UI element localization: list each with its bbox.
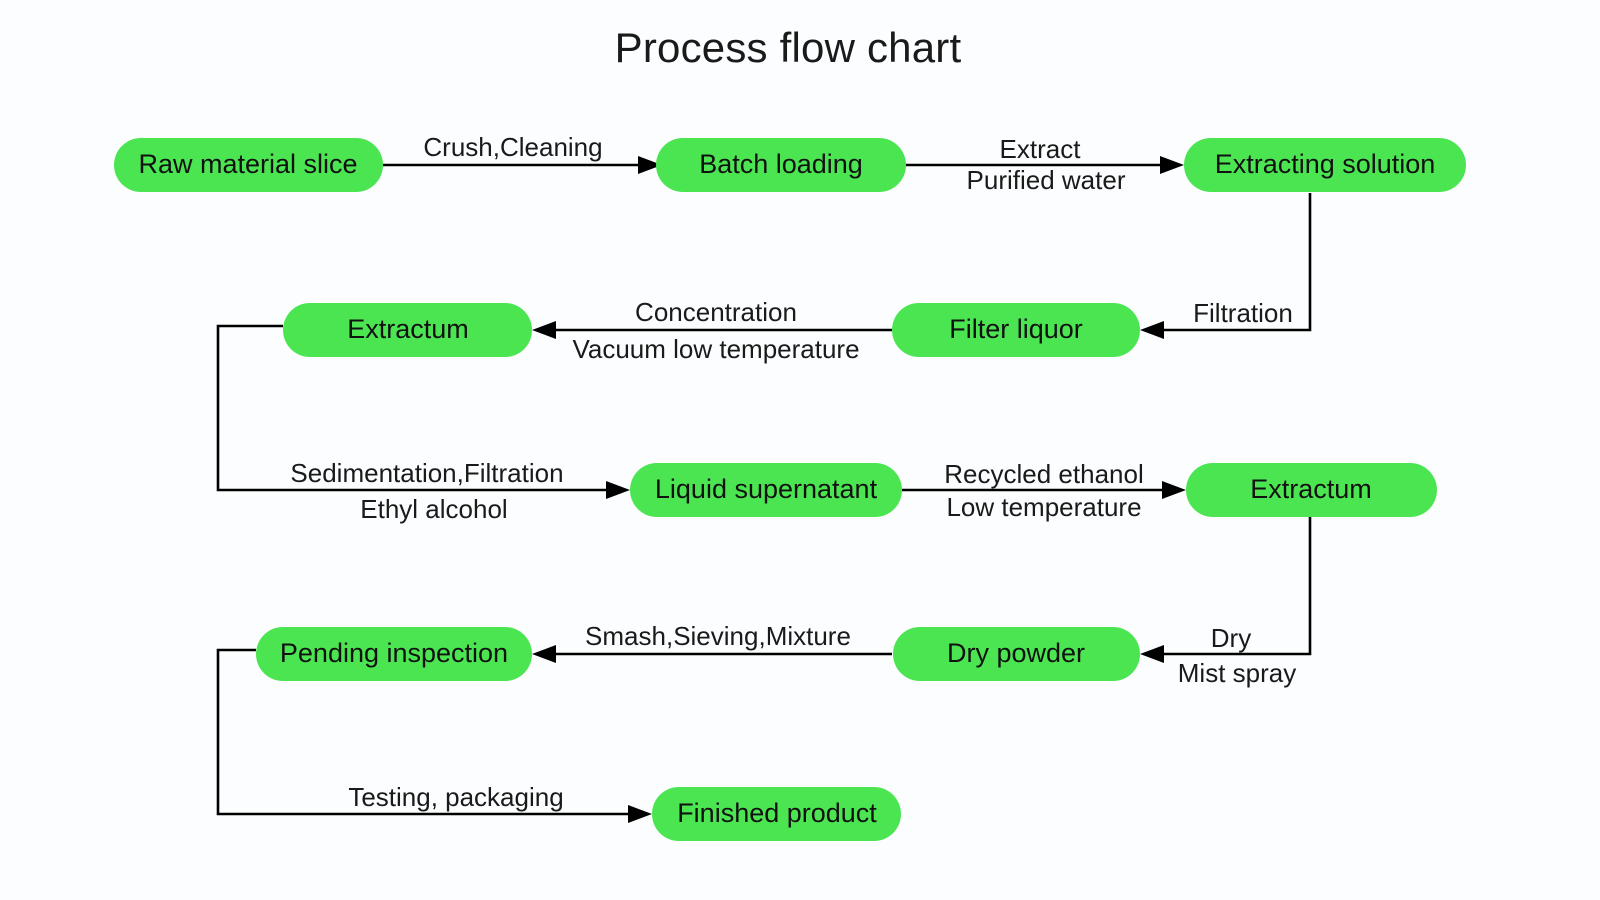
edge-extracting-solution-to-filter-liquor: Filtration bbox=[1140, 193, 1312, 339]
edge-label-ethyl-alcohol: Ethyl alcohol bbox=[360, 494, 507, 524]
node-shape[interactable] bbox=[652, 787, 901, 841]
arrow-head-icon bbox=[1162, 481, 1186, 499]
node-label: Liquid supernatant bbox=[655, 474, 878, 504]
node-liquid-supernatant[interactable]: Liquid supernatant bbox=[630, 463, 902, 517]
node-label: Batch loading bbox=[699, 149, 863, 179]
node-label: Dry powder bbox=[947, 638, 1085, 668]
arrow-head-icon bbox=[638, 156, 662, 174]
node-label: Pending inspection bbox=[280, 638, 508, 668]
node-shape[interactable] bbox=[1184, 138, 1466, 192]
edge-liquid-supernatant-to-extractum-2: Recycled ethanol Low temperature bbox=[902, 459, 1186, 522]
edge-label-extract: Extract bbox=[1000, 134, 1082, 164]
edge-line bbox=[1164, 517, 1312, 656]
node-batch-loading[interactable]: Batch loading bbox=[656, 138, 906, 192]
node-shape[interactable] bbox=[656, 138, 906, 192]
node-extracting-solution[interactable]: Extracting solution bbox=[1184, 138, 1466, 192]
node-extractum-2[interactable]: Extractum bbox=[1186, 463, 1437, 517]
node-pending-inspection[interactable]: Pending inspection bbox=[256, 627, 532, 681]
edge-line bbox=[216, 648, 628, 816]
arrow-head-icon bbox=[606, 481, 630, 499]
edge-label-mist-spray: Mist spray bbox=[1178, 658, 1296, 688]
edge-label-sedimentation-filtration: Sedimentation,Filtration bbox=[290, 458, 563, 488]
edge-label-recycled-ethanol: Recycled ethanol bbox=[944, 459, 1143, 489]
node-raw-material-slice[interactable]: Raw material slice bbox=[114, 138, 383, 192]
arrow-head-icon bbox=[1140, 645, 1164, 663]
edge-line bbox=[216, 324, 606, 492]
node-label: Filter liquor bbox=[949, 314, 1083, 344]
edge-label-smash-sieving-mixture: Smash,Sieving,Mixture bbox=[585, 621, 851, 651]
node-shape[interactable] bbox=[630, 463, 902, 517]
node-label: Raw material slice bbox=[138, 149, 357, 179]
node-label: Finished product bbox=[677, 798, 877, 828]
node-shape[interactable] bbox=[892, 303, 1140, 357]
node-label: Extractum bbox=[1250, 474, 1372, 504]
edge-label-dry: Dry bbox=[1211, 623, 1251, 653]
node-filter-liquor[interactable]: Filter liquor bbox=[892, 303, 1140, 357]
node-shape[interactable] bbox=[283, 303, 532, 357]
edge-extractum-1-to-liquid-supernatant: Sedimentation,Filtration Ethyl alcohol bbox=[216, 324, 630, 524]
page-title: Process flow chart bbox=[615, 24, 962, 71]
edge-batch-loading-to-extracting-solution: Extract Purified water bbox=[906, 134, 1184, 195]
edge-label-vacuum-low-temperature: Vacuum low temperature bbox=[572, 334, 859, 364]
edge-label-concentration: Concentration bbox=[635, 297, 797, 327]
node-shape[interactable] bbox=[114, 138, 383, 192]
edge-label-crush-cleaning: Crush,Cleaning bbox=[423, 132, 602, 162]
node-shape[interactable] bbox=[256, 627, 532, 681]
edge-label-filtration: Filtration bbox=[1193, 298, 1293, 328]
edge-label-low-temperature: Low temperature bbox=[946, 492, 1141, 522]
edge-dry-powder-to-pending-inspection: Smash,Sieving,Mixture bbox=[532, 621, 892, 663]
edge-extractum-2-to-dry-powder: Dry Mist spray bbox=[1140, 517, 1312, 688]
node-dry-powder[interactable]: Dry powder bbox=[893, 627, 1140, 681]
edge-line bbox=[1164, 193, 1312, 332]
edge-label-testing-packaging: Testing, packaging bbox=[348, 782, 563, 812]
arrow-head-icon bbox=[1160, 156, 1184, 174]
node-extractum-1[interactable]: Extractum bbox=[283, 303, 532, 357]
node-label: Extracting solution bbox=[1215, 149, 1436, 179]
arrow-head-icon bbox=[1140, 321, 1164, 339]
arrow-head-icon bbox=[628, 805, 652, 823]
node-finished-product[interactable]: Finished product bbox=[652, 787, 901, 841]
node-shape[interactable] bbox=[1186, 463, 1437, 517]
node-label: Extractum bbox=[347, 314, 469, 344]
edge-raw-material-to-batch-loading: Crush,Cleaning bbox=[383, 132, 662, 174]
edge-label-purified-water: Purified water bbox=[967, 165, 1126, 195]
arrow-head-icon bbox=[532, 645, 556, 663]
node-shape[interactable] bbox=[893, 627, 1140, 681]
arrow-head-icon bbox=[532, 321, 556, 339]
edge-pending-inspection-to-finished-product: Testing, packaging bbox=[216, 648, 652, 823]
edge-filter-liquor-to-extractum-1: Concentration Vacuum low temperature bbox=[532, 297, 892, 364]
